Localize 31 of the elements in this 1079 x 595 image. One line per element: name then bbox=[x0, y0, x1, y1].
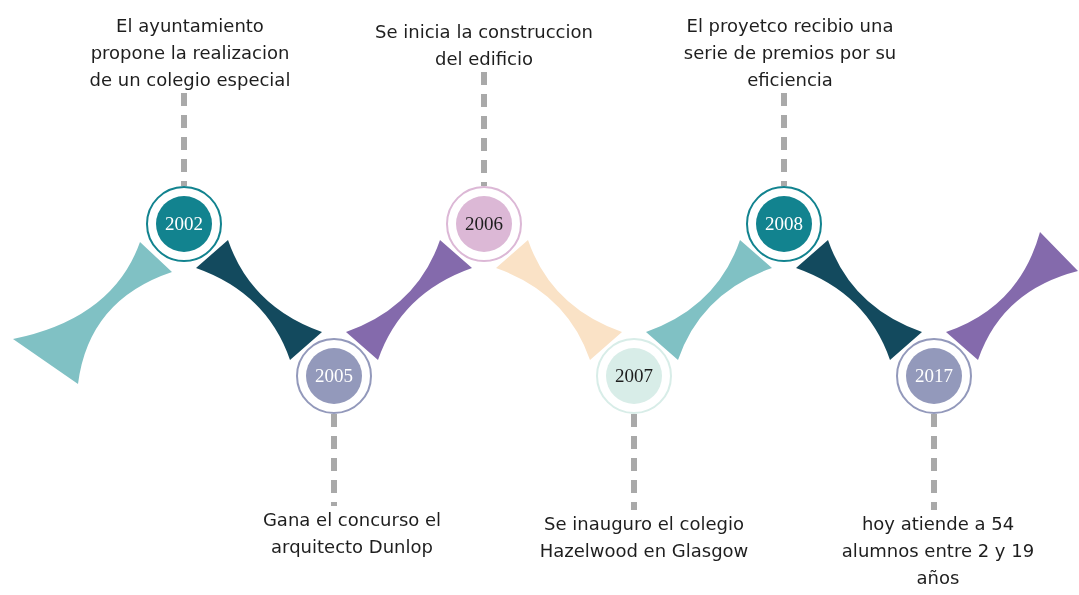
year-label: 2007 bbox=[606, 348, 662, 404]
event-text: hoy atiende a 54 alumnos entre 2 y 19 años bbox=[823, 510, 1053, 591]
year-label: 2006 bbox=[456, 196, 512, 252]
year-label: 2002 bbox=[156, 196, 212, 252]
event-text: Gana el concurso el arquitecto Dunlop bbox=[227, 506, 477, 560]
year-circle bbox=[596, 338, 672, 414]
event-text: El proyetco recibio una serie de premios por su eficiencia bbox=[670, 12, 910, 93]
dashed-connector bbox=[631, 414, 637, 510]
year-circle bbox=[146, 186, 222, 262]
dashed-connector bbox=[481, 72, 487, 186]
year-circle bbox=[446, 186, 522, 262]
event-text: El ayuntamiento propone la realizacion de un colegio especial bbox=[77, 12, 303, 93]
wave-connector bbox=[346, 240, 472, 360]
year-label: 2005 bbox=[306, 348, 362, 404]
dashed-connector bbox=[331, 414, 337, 506]
wave-connector bbox=[796, 240, 922, 360]
wave-connector bbox=[13, 242, 172, 384]
dashed-connector bbox=[931, 414, 937, 510]
event-text: Se inicia la construccion del edificio bbox=[361, 18, 607, 72]
year-circle bbox=[896, 338, 972, 414]
dashed-connector bbox=[181, 93, 187, 186]
year-label: 2008 bbox=[756, 196, 812, 252]
year-circle bbox=[746, 186, 822, 262]
event-text: Se inauguro el colegio Hazelwood en Glasgow bbox=[514, 510, 774, 564]
wave-connector bbox=[946, 232, 1078, 360]
year-circle bbox=[296, 338, 372, 414]
wave-connector bbox=[196, 240, 322, 360]
dashed-connector bbox=[781, 93, 787, 186]
wave-connector bbox=[496, 240, 622, 360]
year-label: 2017 bbox=[906, 348, 962, 404]
wave-connector bbox=[646, 240, 772, 360]
